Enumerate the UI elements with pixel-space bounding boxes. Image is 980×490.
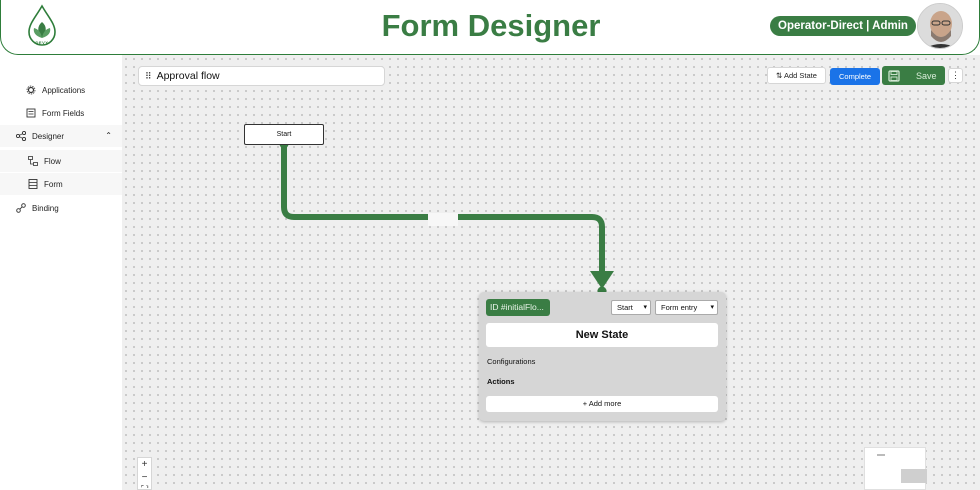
user-photo-icon <box>918 4 962 48</box>
more-options-button[interactable]: ⋮ <box>948 68 963 83</box>
sidebar-item-binding[interactable]: Binding <box>0 197 122 219</box>
sidebar-item-form[interactable]: Form <box>0 173 122 195</box>
gear-icon <box>26 85 36 95</box>
drag-handle-icon[interactable]: ⠿ <box>145 70 152 81</box>
sidebar: Applications Form Fields Designer ⌃ Flow… <box>0 78 122 490</box>
zoom-out-button[interactable]: − <box>141 472 148 483</box>
sidebar-item-label: Binding <box>32 203 59 213</box>
edge-label[interactable] <box>428 213 458 226</box>
chevron-down-icon: ▾ <box>710 304 714 311</box>
state-type-select[interactable]: Start ▾ <box>611 300 651 315</box>
sidebar-item-label: Applications <box>42 85 86 95</box>
user-role-badge[interactable]: Operator-Direct | Admin <box>770 16 916 36</box>
minimap[interactable] <box>864 447 927 490</box>
sidebar-item-label: Form Fields <box>42 108 85 118</box>
leaf-logo-icon <box>28 4 56 46</box>
state-form-value: Form entry <box>661 303 698 312</box>
add-state-label: Add State <box>783 71 817 80</box>
sidebar-item-flow[interactable]: Flow <box>0 150 122 172</box>
list-icon <box>26 108 36 118</box>
link-icon <box>16 203 26 213</box>
state-id-badge[interactable]: ID #initialFlo... <box>486 299 550 316</box>
zoom-in-button[interactable]: + <box>141 459 148 470</box>
page-title: Form Designer <box>381 8 601 43</box>
add-state-icon: ⇅ <box>776 71 783 80</box>
fit-view-button[interactable]: ⛶ <box>138 484 151 490</box>
flow-edge <box>279 139 614 296</box>
state-type-value: Start <box>617 303 633 312</box>
state-card[interactable]: ID #initialFlo... Start ▾ Form entry ▾ N… <box>479 292 726 421</box>
floppy-disk-icon <box>888 69 900 82</box>
configurations-label: Configurations <box>487 357 536 366</box>
flow-name-text: Approval flow <box>156 70 220 82</box>
top-header: DEVY Form Designer Operator-Direct | Adm… <box>0 0 980 55</box>
state-form-select[interactable]: Form entry ▾ <box>655 300 718 315</box>
actions-label: Actions <box>487 377 515 386</box>
avatar[interactable] <box>917 3 963 49</box>
chevron-up-icon[interactable]: ⌃ <box>105 131 112 140</box>
flow-name-field[interactable]: ⠿ Approval flow <box>138 66 385 86</box>
add-more-button[interactable]: + Add more <box>486 396 718 412</box>
sidebar-item-label: Designer <box>32 131 65 141</box>
logo-text: DEVY <box>35 40 49 45</box>
save-label: Save <box>916 70 937 81</box>
flow-canvas[interactable]: ⠿ Approval flow ⇅ Add State Complete Sav… <box>122 55 980 490</box>
sidebar-item-label: Form <box>44 179 63 189</box>
form-icon <box>28 179 38 189</box>
share-nodes-icon <box>16 131 26 141</box>
sidebar-item-form-fields[interactable]: Form Fields <box>0 102 122 124</box>
sidebar-item-designer[interactable]: Designer ⌃ <box>0 125 122 147</box>
arrow-down-icon <box>590 271 614 289</box>
save-button[interactable]: Save <box>882 66 945 85</box>
sidebar-item-applications[interactable]: Applications <box>0 79 122 101</box>
state-name-field[interactable]: New State <box>486 323 718 347</box>
sidebar-item-label: Flow <box>44 156 61 166</box>
start-node[interactable]: Start <box>244 124 324 145</box>
minimap-start-node <box>877 454 885 456</box>
chevron-down-icon: ▾ <box>643 304 647 311</box>
minimap-state-node <box>901 469 927 483</box>
complete-button[interactable]: Complete <box>830 68 881 85</box>
flow-icon <box>28 156 38 166</box>
zoom-controls: + − ⛶ <box>137 457 152 490</box>
add-state-button[interactable]: ⇅ Add State <box>767 67 826 84</box>
